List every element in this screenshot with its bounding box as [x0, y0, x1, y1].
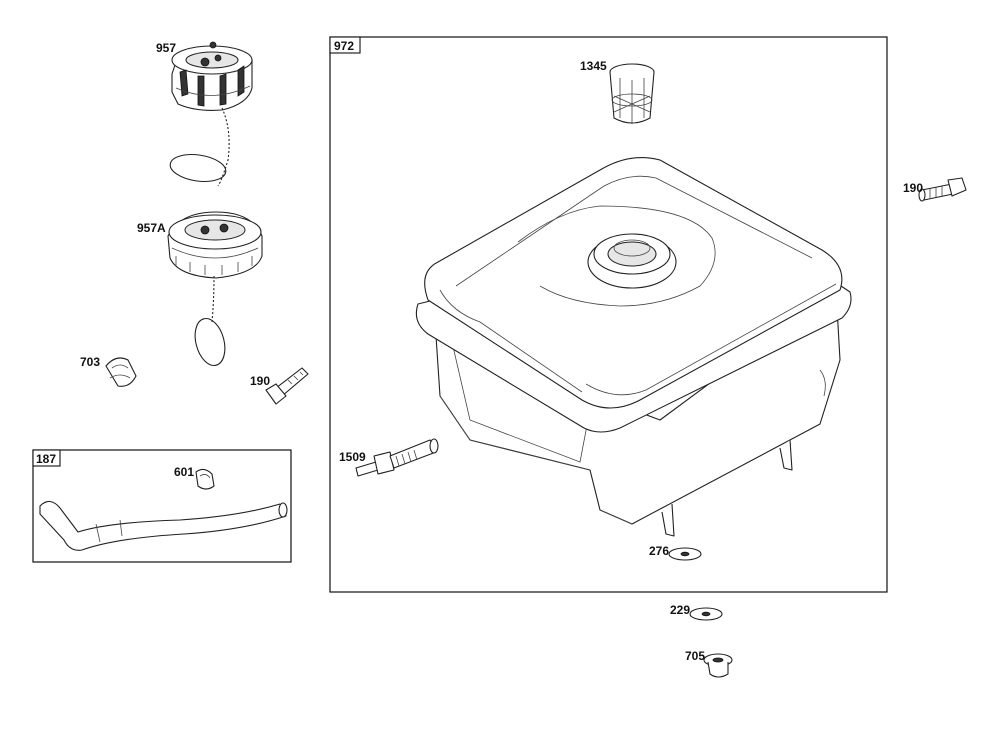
shutoff-valve-1509[interactable] — [355, 438, 439, 477]
fuel-line-box — [32, 449, 292, 563]
callout-1345: 1345 — [580, 59, 607, 73]
fuel-cap-957a[interactable] — [167, 211, 263, 369]
tag-box-187 — [32, 449, 61, 467]
callout-276: 276 — [649, 544, 669, 558]
fuel-tank-972[interactable] — [415, 157, 852, 537]
bolt-190-left[interactable] — [265, 367, 309, 405]
callout-229: 229 — [670, 603, 690, 617]
callout-187: 187 — [36, 452, 56, 466]
callout-972: 972 — [334, 39, 354, 53]
fuel-tank-box — [329, 36, 888, 593]
callout-705: 705 — [685, 649, 705, 663]
clip-703[interactable] — [105, 357, 137, 387]
fuel-cap-957[interactable] — [168, 41, 253, 187]
callout-601: 601 — [174, 465, 194, 479]
tag-box-972 — [329, 36, 361, 54]
callout-703: 703 — [80, 355, 100, 369]
nut-705[interactable] — [703, 653, 733, 678]
callout-957: 957 — [156, 41, 176, 55]
callout-190-right: 190 — [903, 181, 923, 195]
callout-1509: 1509 — [339, 450, 366, 464]
callout-957a: 957A — [137, 221, 166, 235]
strainer-1345[interactable] — [609, 63, 655, 124]
bolt-190-right[interactable] — [918, 177, 967, 202]
callout-190-left: 190 — [250, 374, 270, 388]
washer-276[interactable] — [668, 547, 702, 561]
washer-229[interactable] — [689, 607, 723, 621]
